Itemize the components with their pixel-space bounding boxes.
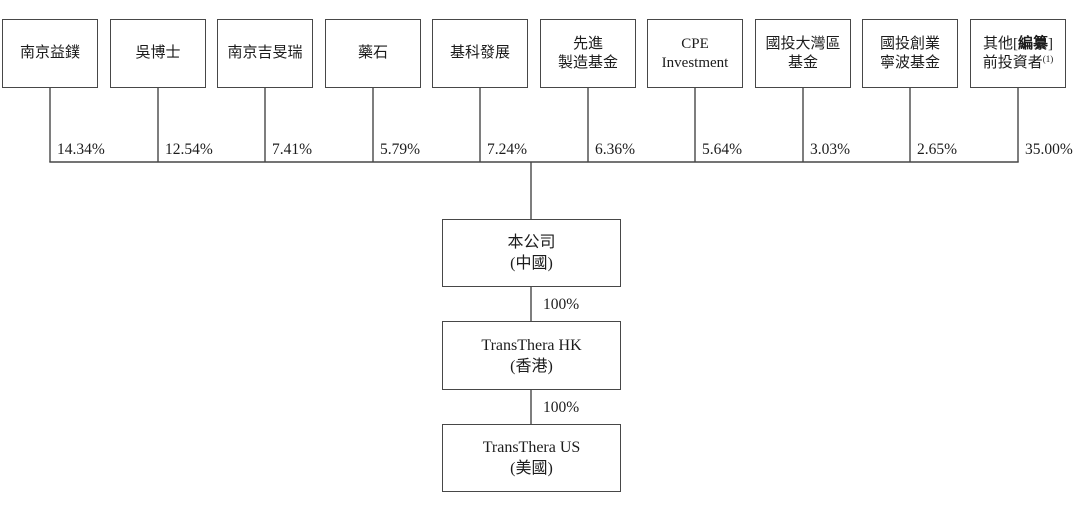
shareholder-name: 藥石 <box>357 45 388 61</box>
ownership-label-hk-to-us: 100% <box>543 399 580 416</box>
ownership-percentage: 12.54% <box>165 141 213 158</box>
shareholder-box-nanjing-jiminrui: 南京吉旻瑞 <box>217 19 313 88</box>
shareholder-box-cpe-investment: CPE Investment <box>647 19 743 88</box>
ownership-percentage: 6.36% <box>595 141 636 158</box>
company-box: 本公司 (中國) <box>442 219 621 287</box>
shareholder-name: 其他[編纂] <box>983 35 1053 54</box>
company-jurisdiction: (香港) <box>510 357 553 375</box>
footnote-marker: (1) <box>1042 53 1054 64</box>
shareholder-name: 國投大灣區 <box>765 35 841 52</box>
shareholder-box-dr-wu: 吳博士 <box>110 19 206 88</box>
shareholder-name: 南京吉旻瑞 <box>227 45 303 61</box>
shareholder-name: 寧波基金 <box>879 54 940 71</box>
company-jurisdiction: (美國) <box>510 460 553 477</box>
shareholder-name: 先進 <box>572 35 603 52</box>
ownership-percentage: 35.00% <box>1025 141 1073 158</box>
shareholder-name: 製造基金 <box>557 54 618 71</box>
ownership-percentage: 5.79% <box>380 141 421 158</box>
name-text: ] <box>1048 35 1053 52</box>
ownership-percentage: 7.24% <box>487 141 528 158</box>
shareholder-name: 基科發展 <box>449 45 510 61</box>
company-jurisdiction: (中國) <box>510 255 553 272</box>
shareholder-box-yaoshi: 藥石 <box>325 19 421 88</box>
shareholder-name: 國投創業 <box>879 35 940 52</box>
shareholder-box-nanjing-yipu: 南京益鏷 <box>2 19 98 88</box>
shareholder-name: 吳博士 <box>135 45 181 61</box>
shareholder-box-advanced-manufacturing-fund: 先進 製造基金 <box>540 19 636 88</box>
shareholder-box-sdic-venture-ningbo-fund: 國投創業 寧波基金 <box>862 19 958 88</box>
name-text: 其他[ <box>982 35 1018 52</box>
ownership-percentage: 7.41% <box>272 141 313 158</box>
shareholder-name: 前投資者(1) <box>983 54 1054 73</box>
shareholder-box-other-pre-investors: 其他[編纂] 前投資者(1) <box>970 19 1066 88</box>
transthera-us-box: TransThera US (美國) <box>442 424 621 492</box>
shareholder-name: CPE <box>681 35 709 52</box>
name-text-bold: 編纂 <box>1017 35 1048 52</box>
connector-line-group <box>49 86 1019 426</box>
shareholder-name: 南京益鏷 <box>19 45 80 61</box>
ownership-label-company-to-hk: 100% <box>543 296 580 313</box>
company-name: TransThera US <box>482 439 581 456</box>
shareholder-box-jike-development: 基科發展 <box>432 19 528 88</box>
ownership-percentage: 14.34% <box>57 141 105 158</box>
shareholder-box-sdic-greater-bay-area-fund: 國投大灣區 基金 <box>755 19 851 88</box>
name-text: 前投資者 <box>982 54 1043 71</box>
company-name: TransThera HK <box>481 336 582 354</box>
ownership-percentage: 3.03% <box>810 141 851 158</box>
ownership-percentage: 5.64% <box>702 141 743 158</box>
ownership-percentage: 2.65% <box>917 141 958 158</box>
shareholder-name: Investment <box>661 54 729 71</box>
transthera-hk-box: TransThera HK (香港) <box>442 321 621 390</box>
shareholder-name: 基金 <box>787 54 818 71</box>
company-name: 本公司 <box>507 234 556 251</box>
